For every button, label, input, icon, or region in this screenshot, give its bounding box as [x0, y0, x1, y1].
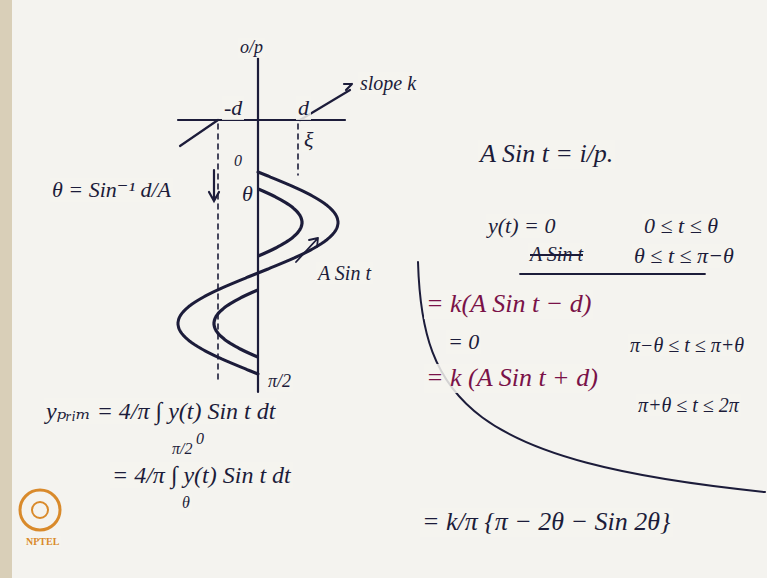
handwritten-label: y(t) = 0 [486, 214, 557, 238]
handwritten-label: θ ≤ t ≤ π−θ [632, 244, 736, 268]
handwritten-label: = k/π {π − 2θ − Sin 2θ} [420, 508, 673, 537]
curve-pointer [296, 238, 318, 262]
handwritten-label: A Sin t [316, 262, 373, 284]
handwritten-label: ξ [302, 128, 315, 152]
handwritten-label: d [296, 96, 311, 120]
handwritten-label: A Sin t [528, 243, 585, 265]
handwritten-label: slope k [358, 72, 418, 94]
handwritten-label: π−θ ≤ t ≤ π+θ [628, 334, 746, 356]
dashed-guide-right [297, 124, 299, 175]
handwritten-label: θ = Sin⁻¹ d/A [50, 178, 173, 202]
underline [520, 273, 705, 275]
handwritten-label: NPTEL [24, 536, 61, 547]
handwritten-label: = 0 [446, 330, 481, 354]
output-curve [214, 189, 302, 357]
handwritten-label: o/p [238, 38, 265, 58]
slope-pointer [344, 84, 352, 90]
separator-curve [418, 262, 765, 492]
dashed-guide-left [217, 124, 219, 380]
logo-core [32, 502, 48, 518]
handwritten-label: = k (A Sin t + d) [424, 364, 600, 393]
handwritten-label: π/2 [266, 372, 293, 392]
logo-ring [20, 490, 60, 530]
horizontal-axis [178, 119, 345, 121]
vertical-axis [257, 58, 259, 392]
handwritten-label: 0 ≤ t ≤ θ [642, 214, 720, 238]
handwritten-label: A Sin t = i/p. [478, 140, 615, 169]
handwritten-label: -d [222, 96, 244, 120]
handwritten-label: 0 [194, 430, 206, 448]
time-arrow [209, 170, 219, 201]
handwritten-label: 0 [232, 152, 244, 170]
board-edge [0, 0, 12, 578]
handwritten-label: = k(A Sin t − d) [424, 290, 593, 319]
handwritten-label: θ [180, 494, 192, 512]
input-sine-curve [178, 172, 338, 374]
handwritten-label: π/2 [170, 440, 194, 458]
handwritten-label: π+θ ≤ t ≤ 2π [636, 394, 741, 416]
handwritten-label: yₚᵣᵢₘ = 4/π ∫ y(t) Sin t dt [44, 398, 277, 424]
handwritten-label: = 4/π ∫ y(t) Sin t dt [110, 462, 293, 488]
handwritten-label: θ [240, 182, 255, 206]
slope-line-left [180, 120, 218, 146]
